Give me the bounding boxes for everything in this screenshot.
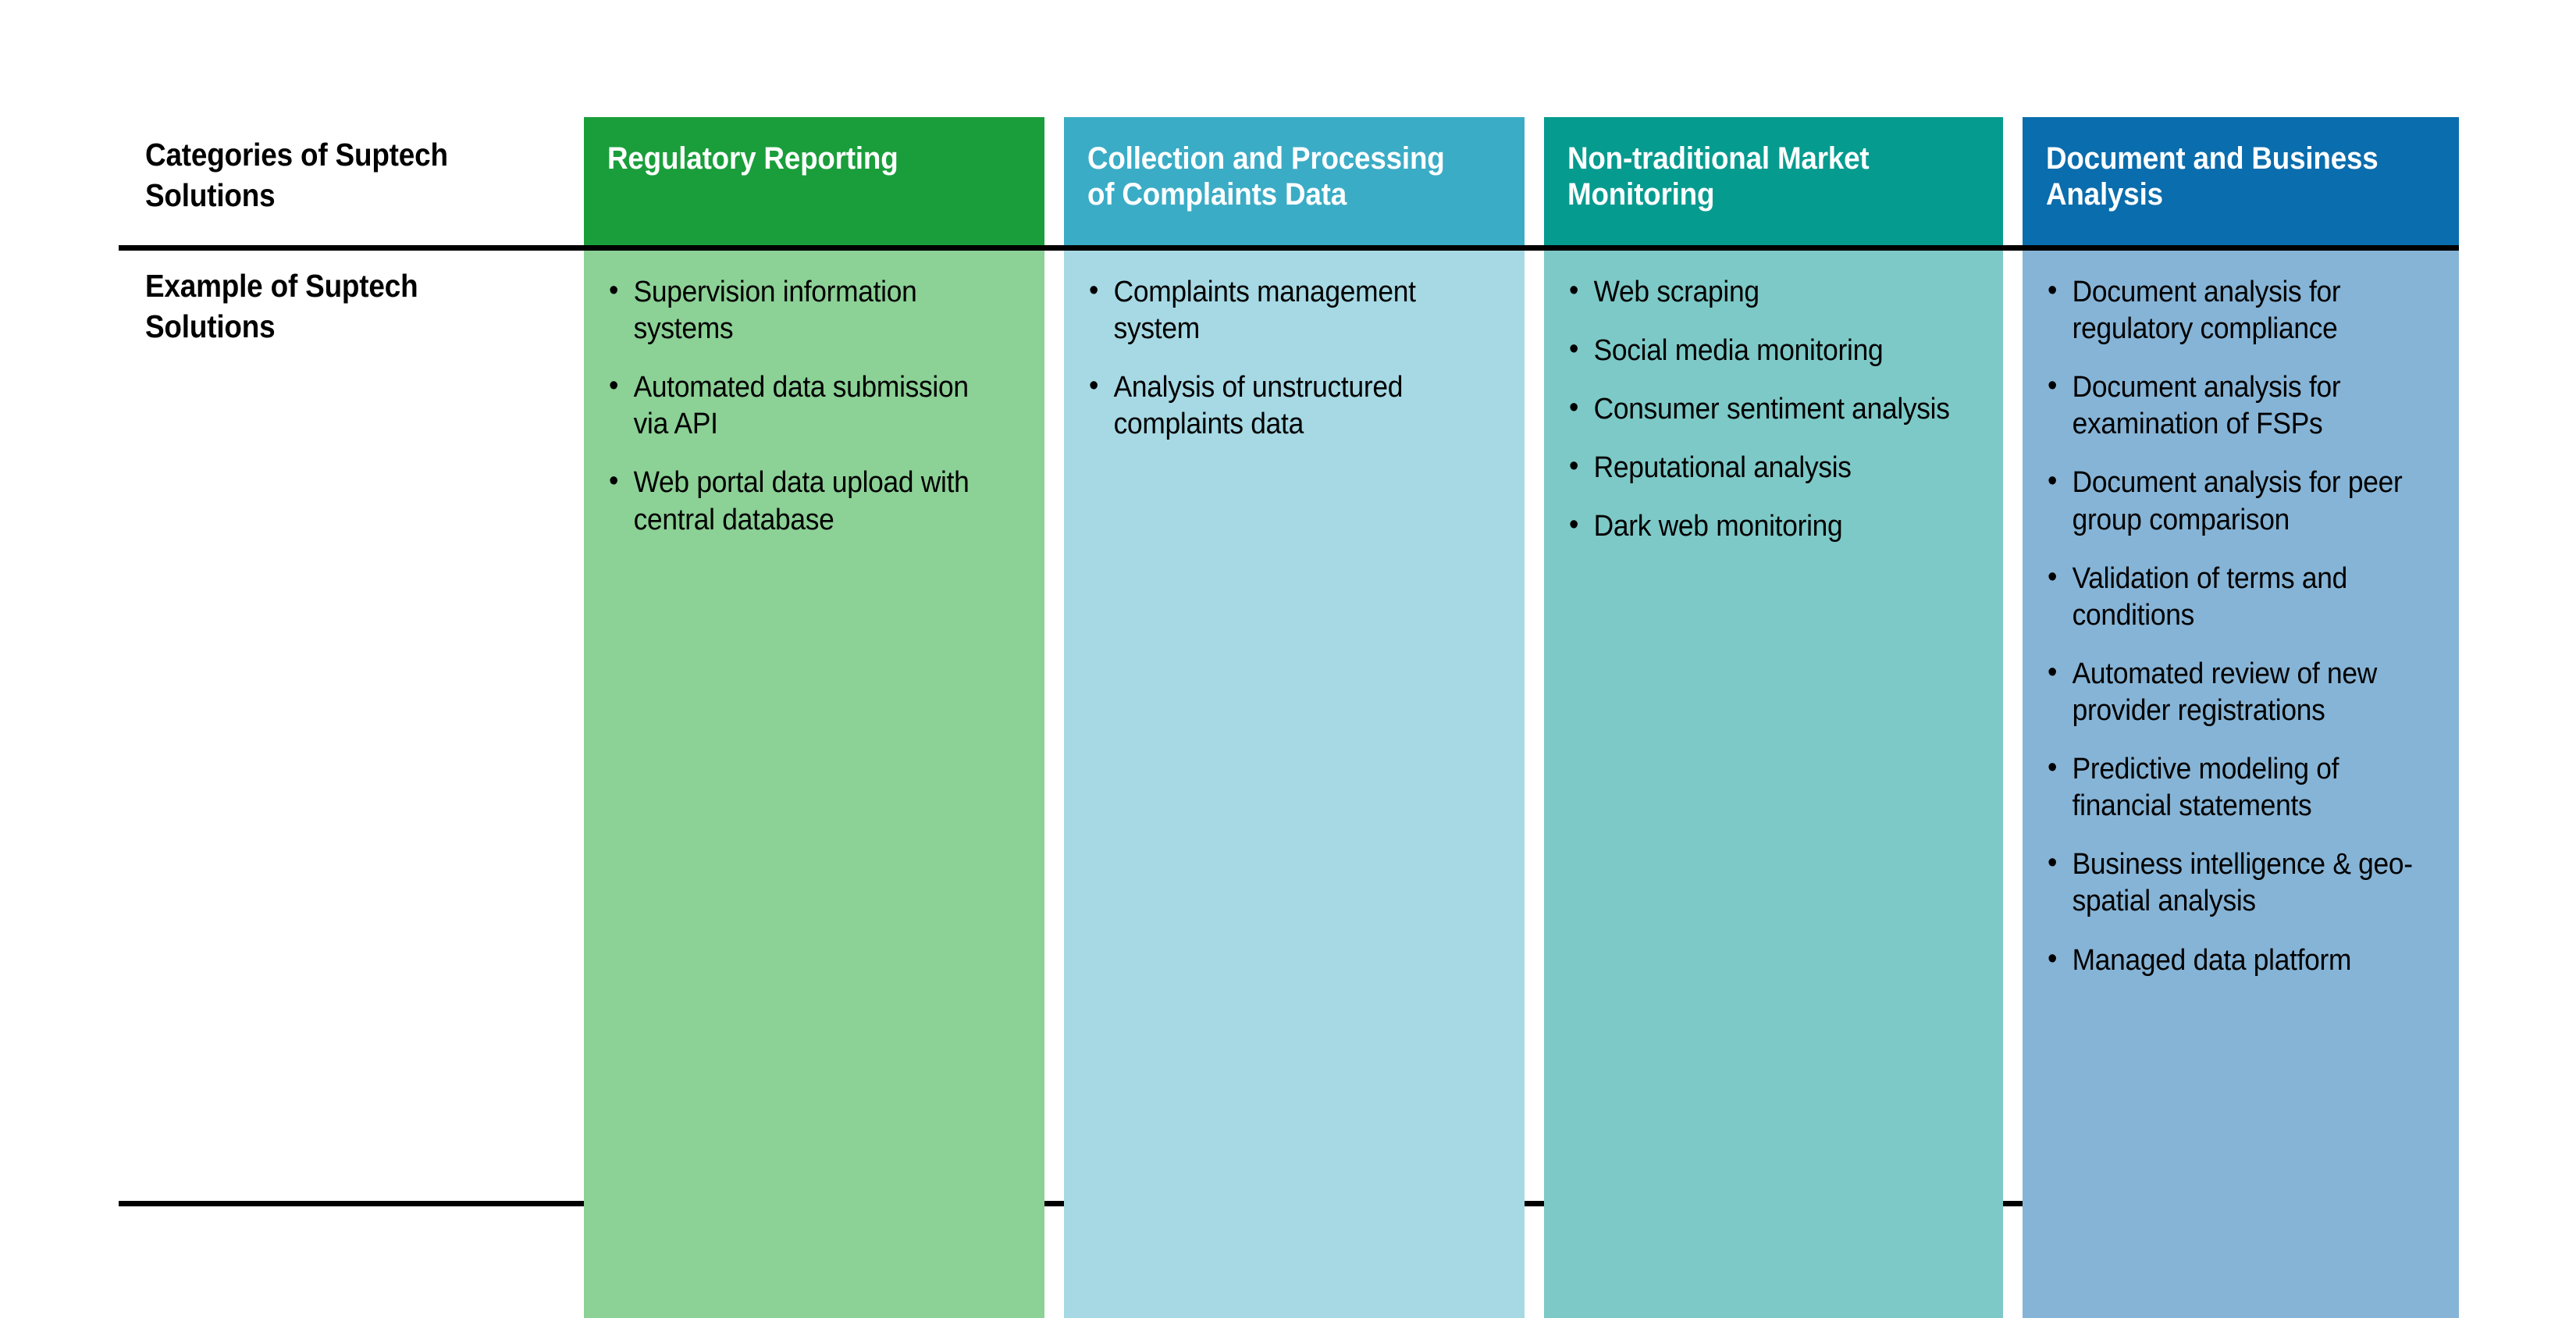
list-item: Consumer sentiment analysis (1569, 390, 1955, 428)
list-item: Document analysis for examination of FSP… (2048, 368, 2413, 443)
list-item: Managed data platform (2048, 941, 2413, 979)
column-header-regulatory-reporting: Regulatory Reporting (584, 117, 1044, 245)
list-item: Web scraping (1569, 273, 1955, 311)
list-item: Validation of terms and conditions (2048, 559, 2413, 634)
column-header-label: Document and Business Analysis (2046, 141, 2379, 212)
list-item: Automated data submission via API (609, 368, 997, 443)
list-item: Supervision information systems (609, 273, 997, 347)
column-body-document-business-analysis: Document analysis for regulatory complia… (2023, 251, 2459, 1318)
column-header-label: Regulatory Reporting (607, 141, 898, 176)
solution-list: Complaints management system Analysis of… (1089, 273, 1506, 443)
list-item: Complaints management system (1089, 273, 1477, 347)
column-header-non-traditional-market-monitoring: Non-traditional Market Monitoring (1544, 117, 2003, 245)
header-row-divider (119, 245, 2459, 251)
list-item: Predictive modeling of financial stateme… (2048, 750, 2413, 825)
column-header-label: Collection and Processing of Complaints … (1087, 141, 1445, 212)
column-header-document-business-analysis: Document and Business Analysis (2023, 117, 2459, 245)
list-item: Document analysis for peer group compari… (2048, 463, 2413, 538)
list-item: Social media monitoring (1569, 331, 1955, 369)
list-item: Automated review of new provider registr… (2048, 654, 2413, 729)
list-item: Dark web monitoring (1569, 507, 1955, 545)
column-header-label: Non-traditional Market Monitoring (1567, 141, 1870, 212)
row-label-categories: Categories of Suptech Solutions (145, 137, 448, 214)
list-item: Analysis of unstructured complaints data (1089, 368, 1477, 443)
row-label-examples: Example of Suptech Solutions (145, 268, 418, 345)
column-body-regulatory-reporting: Supervision information systems Automate… (584, 251, 1044, 1318)
solution-list: Web scraping Social media monitoring Con… (1569, 273, 1984, 546)
solution-list: Document analysis for regulatory complia… (2048, 273, 2440, 979)
column-body-collection-processing-complaints: Complaints management system Analysis of… (1064, 251, 1525, 1318)
list-item: Reputational analysis (1569, 448, 1955, 486)
list-item: Business intelligence & geo-spatial anal… (2048, 845, 2413, 920)
solution-list: Supervision information systems Automate… (609, 273, 1026, 539)
column-body-non-traditional-market-monitoring: Web scraping Social media monitoring Con… (1544, 251, 2003, 1318)
list-item: Web portal data upload with central data… (609, 463, 997, 538)
column-header-collection-processing-complaints: Collection and Processing of Complaints … (1064, 117, 1525, 245)
list-item: Document analysis for regulatory complia… (2048, 273, 2413, 347)
